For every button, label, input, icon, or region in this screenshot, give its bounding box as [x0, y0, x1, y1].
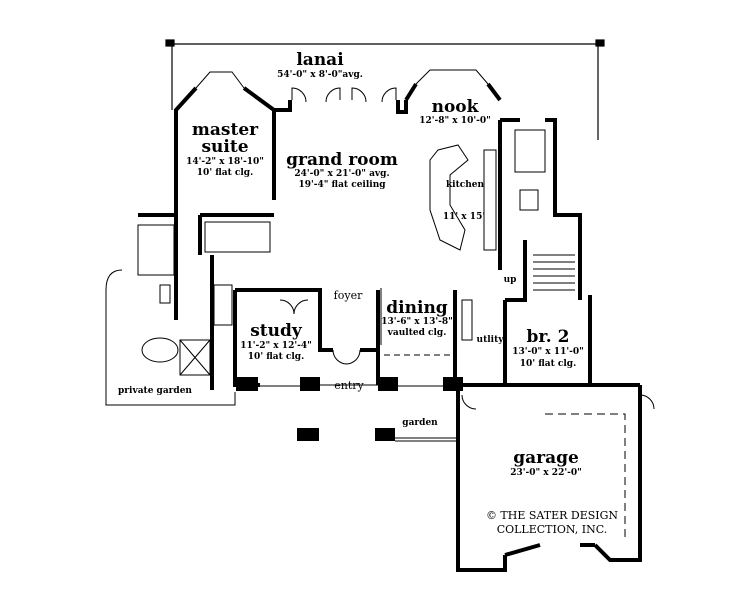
kitchen-label: kitchen	[445, 180, 485, 190]
details	[105, 69, 655, 540]
copyright-line-2: COLLECTION, INC.	[496, 523, 608, 536]
private-garden-label: private garden	[118, 386, 192, 396]
master-suite-label-2: suite	[201, 137, 249, 157]
nook-size: 12'-8" x 10'-0"	[419, 116, 491, 126]
study-label: study	[250, 321, 302, 341]
master-suite-label-1: master	[191, 120, 259, 140]
nook-label: nook	[431, 97, 479, 117]
master-suite-size: 14'-2" x 18'-10"	[186, 157, 264, 167]
entry-label: entry	[334, 379, 364, 392]
garage-label: garage	[513, 448, 579, 468]
copyright-line-1: © THE SATER DESIGN	[485, 509, 619, 522]
dining-ceiling: vaulted clg.	[387, 328, 447, 338]
grand-room-size: 24'-0" x 21'-0" avg.	[294, 169, 390, 179]
dining-size: 13'-6" x 13'-8"	[381, 317, 453, 327]
kitchen-size: 11' x 15'	[442, 212, 486, 222]
lanai-label: lanai	[296, 50, 344, 70]
dining-label: dining	[386, 298, 448, 318]
grand-room-ceiling: 19'-4" flat ceiling	[298, 180, 386, 190]
piers	[236, 377, 463, 441]
grand-room-label: grand room	[286, 150, 398, 170]
br2-ceiling: 10' flat clg.	[519, 359, 577, 369]
column	[297, 428, 319, 441]
foyer-label: foyer	[333, 289, 363, 302]
utility-label: utlity	[476, 335, 504, 345]
stairs-up-label: up	[503, 275, 517, 285]
master-suite-ceiling: 10' flat clg.	[196, 168, 254, 178]
garden-label: garden	[402, 418, 438, 428]
column	[375, 428, 395, 441]
br2-label: br. 2	[526, 327, 570, 347]
stairs	[533, 254, 575, 291]
study-ceiling: 10' flat clg.	[247, 352, 305, 362]
study-size: 11'-2" x 12'-4"	[240, 341, 312, 351]
lanai-size: 54'-0" x 8'-0"avg.	[277, 70, 363, 80]
garage-size: 23'-0" x 22'-0"	[510, 468, 582, 478]
br2-size: 13'-0" x 11'-0"	[512, 347, 584, 357]
walls	[138, 82, 642, 572]
